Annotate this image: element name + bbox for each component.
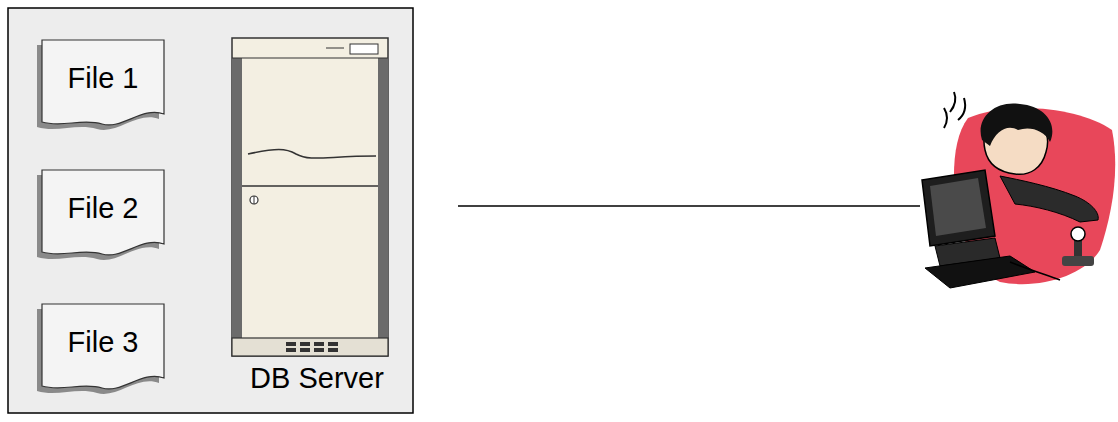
- file-document: File 3: [42, 304, 164, 392]
- document-shape: [42, 40, 164, 125]
- cabinet-side: [378, 58, 388, 338]
- cabinet-side: [232, 58, 242, 338]
- clipart-arm: [1000, 176, 1098, 222]
- keyboard: [925, 256, 1035, 288]
- vent-slot: [300, 348, 310, 352]
- vent-slot: [300, 342, 310, 346]
- monitor-screen: [930, 178, 986, 236]
- db-server: DB Server: [226, 36, 408, 408]
- joystick-knob: [1071, 227, 1085, 241]
- document-shape: [42, 170, 164, 255]
- network-line: [458, 205, 920, 207]
- monitor-body: [922, 170, 995, 246]
- vent-slot: [286, 342, 296, 346]
- vent-slot: [328, 342, 338, 346]
- desk-edge: [1010, 262, 1060, 280]
- cabinet-line: [232, 57, 388, 58]
- server-room-frame: [8, 8, 413, 413]
- file-document: File 2: [42, 170, 164, 258]
- server-illustration: [226, 36, 408, 408]
- server-slot: [326, 48, 344, 49]
- vent-slot: [328, 348, 338, 352]
- file-label: File 1: [42, 40, 164, 116]
- file-label: File 3: [42, 304, 164, 380]
- vent-slot: [314, 342, 324, 346]
- door-lock: [250, 196, 258, 204]
- vent-slot: [314, 348, 324, 352]
- server-label: DB Server: [226, 362, 408, 395]
- vent-slot: [286, 348, 296, 352]
- server-display: [350, 44, 378, 54]
- steam-lines: [944, 92, 965, 128]
- door-divider: [242, 185, 378, 187]
- server-cabinet: [232, 38, 388, 356]
- file-label: File 2: [42, 170, 164, 246]
- door-seam: [248, 150, 376, 159]
- user-clipart: [922, 92, 1115, 288]
- lock-slot: [254, 196, 255, 204]
- file-document: File 1: [42, 40, 164, 128]
- document-shape: [42, 304, 164, 389]
- clipart-hair: [981, 103, 1053, 146]
- cabinet-base: [232, 338, 388, 356]
- joystick-base: [1062, 256, 1094, 266]
